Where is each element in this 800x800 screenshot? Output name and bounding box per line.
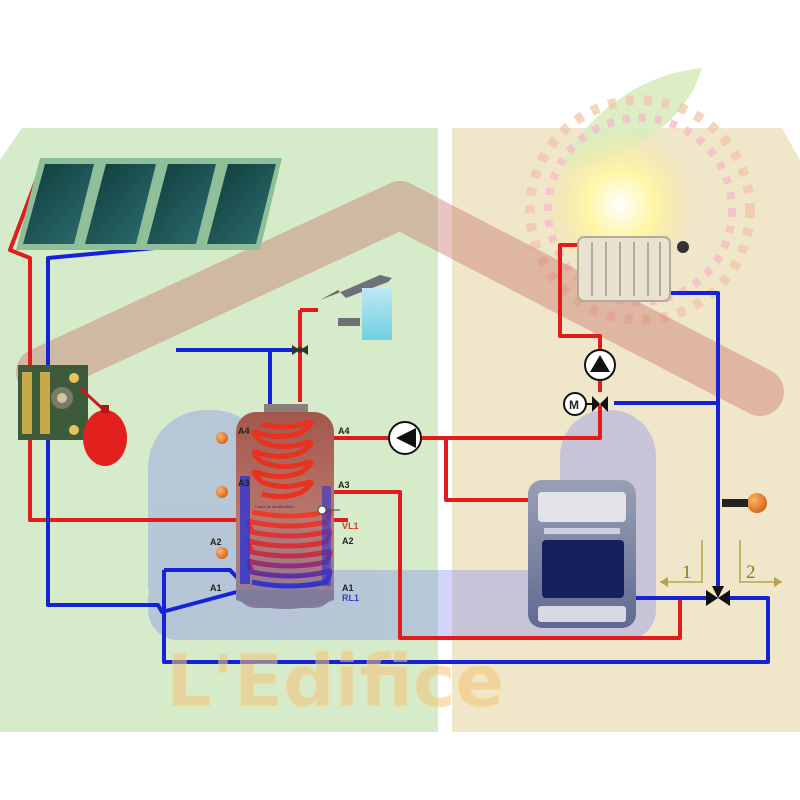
house-roof [16, 181, 784, 416]
sensor-a4 [216, 432, 228, 444]
upper-coil [251, 419, 314, 500]
output-2-label: 2 [746, 562, 756, 583]
storage-tank [236, 404, 340, 609]
solar-panel [140, 158, 222, 250]
radiator [577, 236, 689, 302]
label-a2-left: A2 [210, 537, 222, 547]
solar-panel [200, 158, 282, 250]
mixing-valve [292, 345, 308, 355]
solar-collectors [16, 158, 282, 250]
pump-heating-circuit [584, 349, 616, 381]
sensor-a2 [216, 547, 228, 559]
brand-watermark: L'Edifice [166, 639, 504, 723]
label-a4-right: A4 [338, 426, 350, 436]
expansion-vessel [83, 405, 127, 466]
diverter-valve [706, 586, 730, 606]
tank-sensors [216, 432, 767, 559]
motor-label: M [569, 398, 579, 412]
solar-panel [78, 158, 162, 250]
solar-panel [16, 158, 100, 250]
label-a3-left: A3 [238, 478, 250, 488]
motorized-valve: M [563, 392, 608, 416]
sensor-outdoor [747, 493, 767, 513]
label-a2-right: A2 [342, 536, 354, 546]
boiler [528, 480, 636, 628]
label-a4-left: A4 [238, 426, 250, 436]
pump-tank-circuit [388, 421, 422, 455]
label-vl1: VL1 [342, 521, 359, 531]
sensor-a3 [216, 486, 228, 498]
output-1-label: 1 [682, 562, 692, 583]
watermark: L'Edifice [166, 639, 505, 724]
shower-head [320, 275, 392, 340]
solar-pump-station [18, 365, 106, 440]
hot-pipes [8, 164, 682, 640]
label-a1-left: A1 [210, 583, 222, 593]
output-indicators: 1 2 [660, 540, 782, 587]
label-stratification: Canal de stratification [255, 504, 293, 509]
label-a1-right: A1 [342, 583, 354, 593]
label-a3-right: A3 [338, 480, 350, 490]
port-labels: A4 A4 A3 A3 A2 A2 A1 A1 VL1 RL1 Canal de… [210, 426, 359, 603]
label-rl1: RL1 [342, 593, 359, 603]
